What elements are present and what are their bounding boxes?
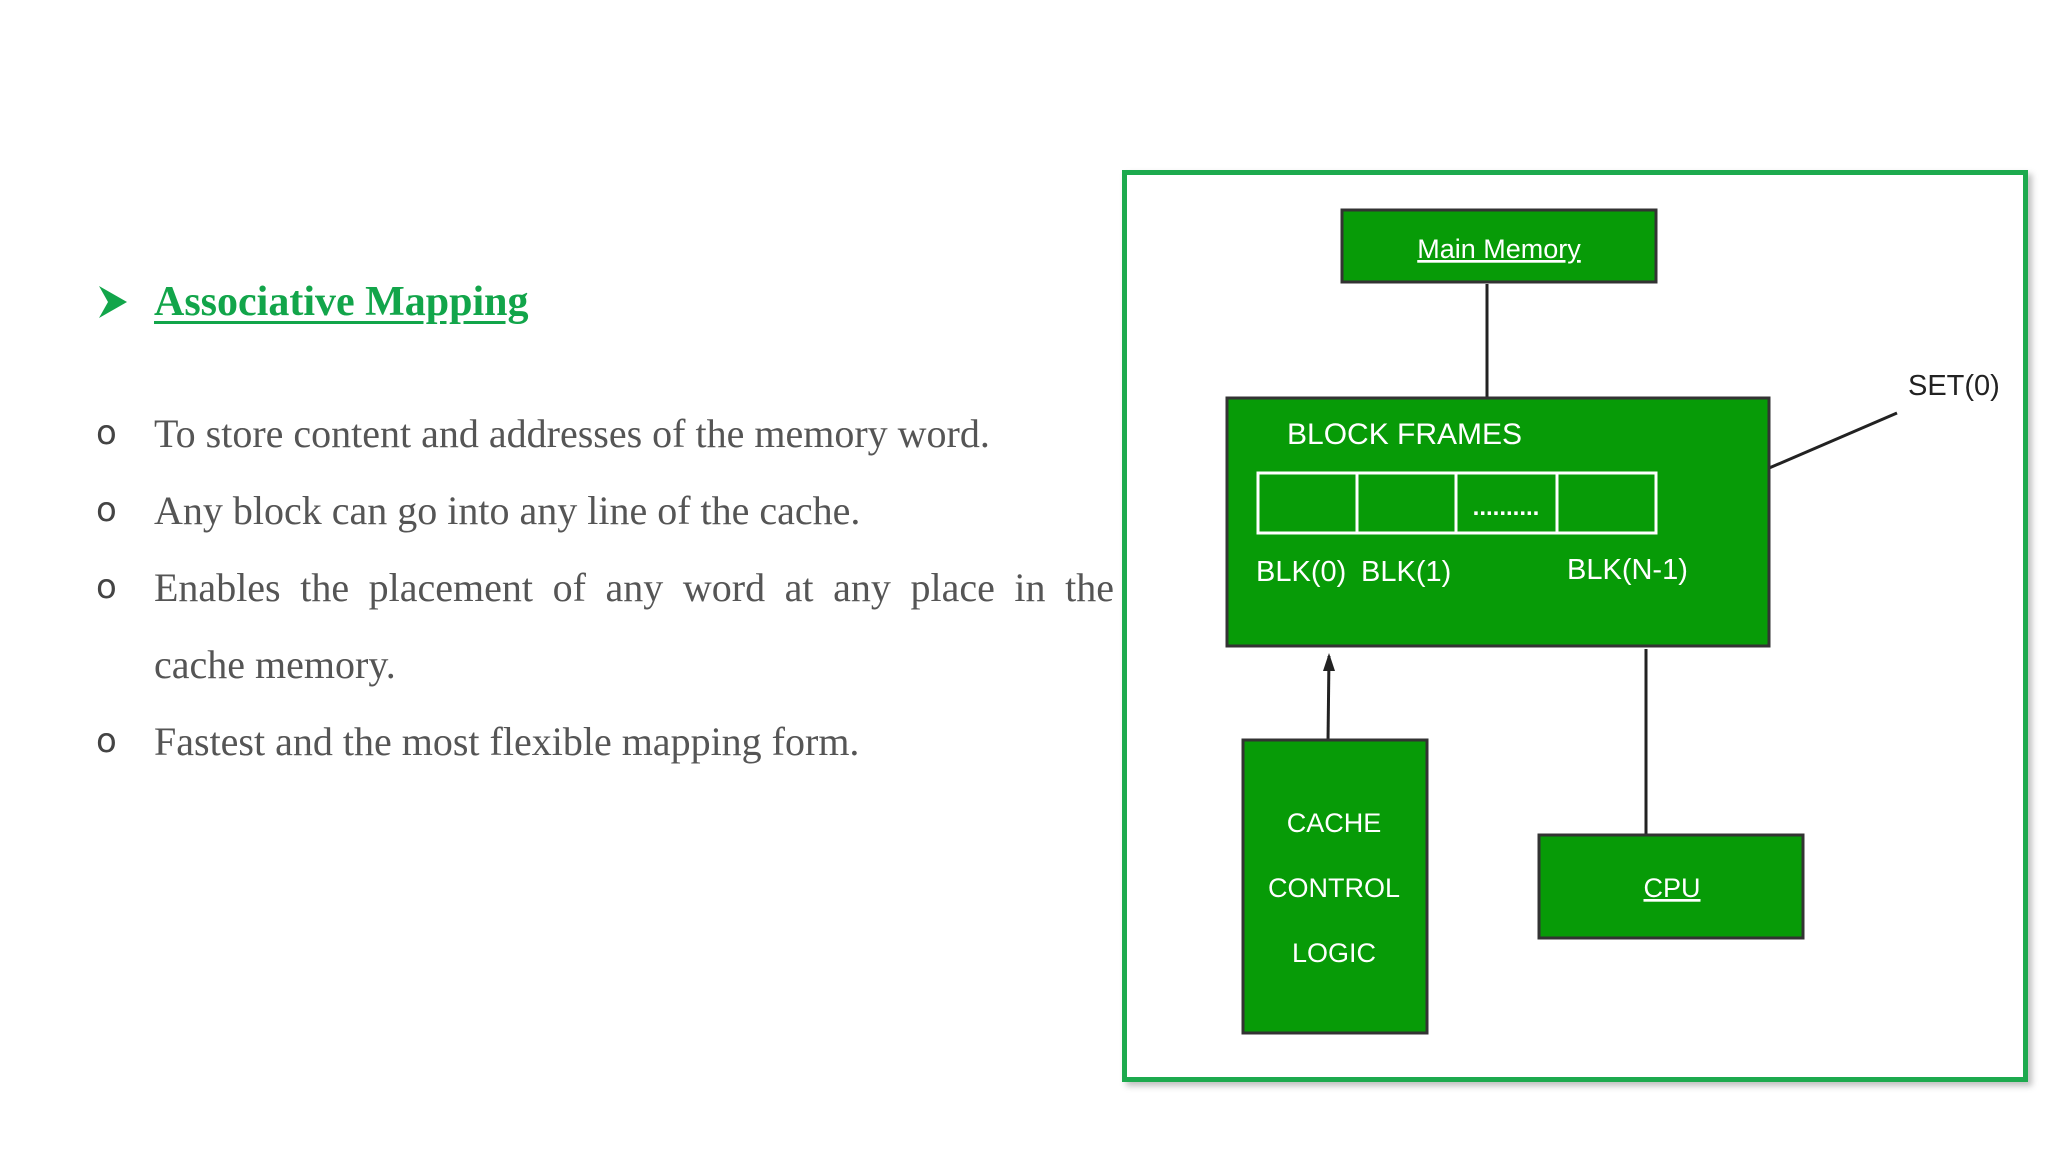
blk1-label: BLK(1): [1361, 556, 1451, 588]
block-frames-label: BLOCK FRAMES: [1287, 418, 1522, 451]
main-memory-label: Main Memory: [1417, 234, 1581, 264]
cache-label-line2: CONTROL: [1268, 873, 1400, 903]
circle-bullet-icon: o: [96, 721, 117, 761]
bullet-text: To store content and addresses of the me…: [154, 411, 990, 456]
cache-label-line1: CACHE: [1287, 808, 1382, 838]
block-dots: ..........: [1473, 494, 1540, 521]
cache-label-line3: LOGIC: [1292, 938, 1376, 968]
bullet-list: o To store content and addresses of the …: [96, 395, 1114, 780]
diagram-frame: Main Memory BLOCK FRAMES .......... BLK(…: [1122, 170, 2028, 1082]
arrowhead-bullet-icon: [99, 286, 127, 318]
heading: Associative Mapping: [98, 278, 529, 326]
bullet-text: Fastest and the most flexible mapping fo…: [154, 719, 860, 764]
cpu-box: [1537, 833, 1805, 940]
cpu-label: CPU: [1643, 873, 1700, 903]
bullet-item: o To store content and addresses of the …: [96, 395, 1114, 472]
circle-bullet-icon: o: [96, 567, 117, 607]
cache-control-logic-box: [1241, 738, 1429, 1035]
circle-bullet-icon: o: [96, 490, 117, 530]
cache-mapping-diagram: Main Memory BLOCK FRAMES .......... BLK(…: [1225, 208, 2000, 1035]
blkn-label: BLK(N-1): [1567, 554, 1688, 586]
main-memory-box: [1340, 208, 1658, 284]
circle-bullet-icon: o: [96, 413, 117, 453]
bullet-item: o Fastest and the most flexible mapping …: [96, 703, 1114, 780]
bullet-item: o Enables the placement of any word at a…: [96, 549, 1114, 703]
bullet-text: Any block can go into any line of the ca…: [154, 488, 861, 533]
set0-label: SET(0): [1908, 370, 2000, 402]
bullet-text: Enables the placement of any word at any…: [154, 565, 1114, 687]
bullet-item: o Any block can go into any line of the …: [96, 472, 1114, 549]
blk0-label: BLK(0): [1256, 556, 1346, 588]
block-frames-box: [1225, 396, 1771, 648]
block-cell: [1555, 471, 1658, 535]
cache-logic-arrowhead-icon: [1323, 653, 1335, 671]
slide-title: Associative Mapping: [154, 279, 529, 325]
